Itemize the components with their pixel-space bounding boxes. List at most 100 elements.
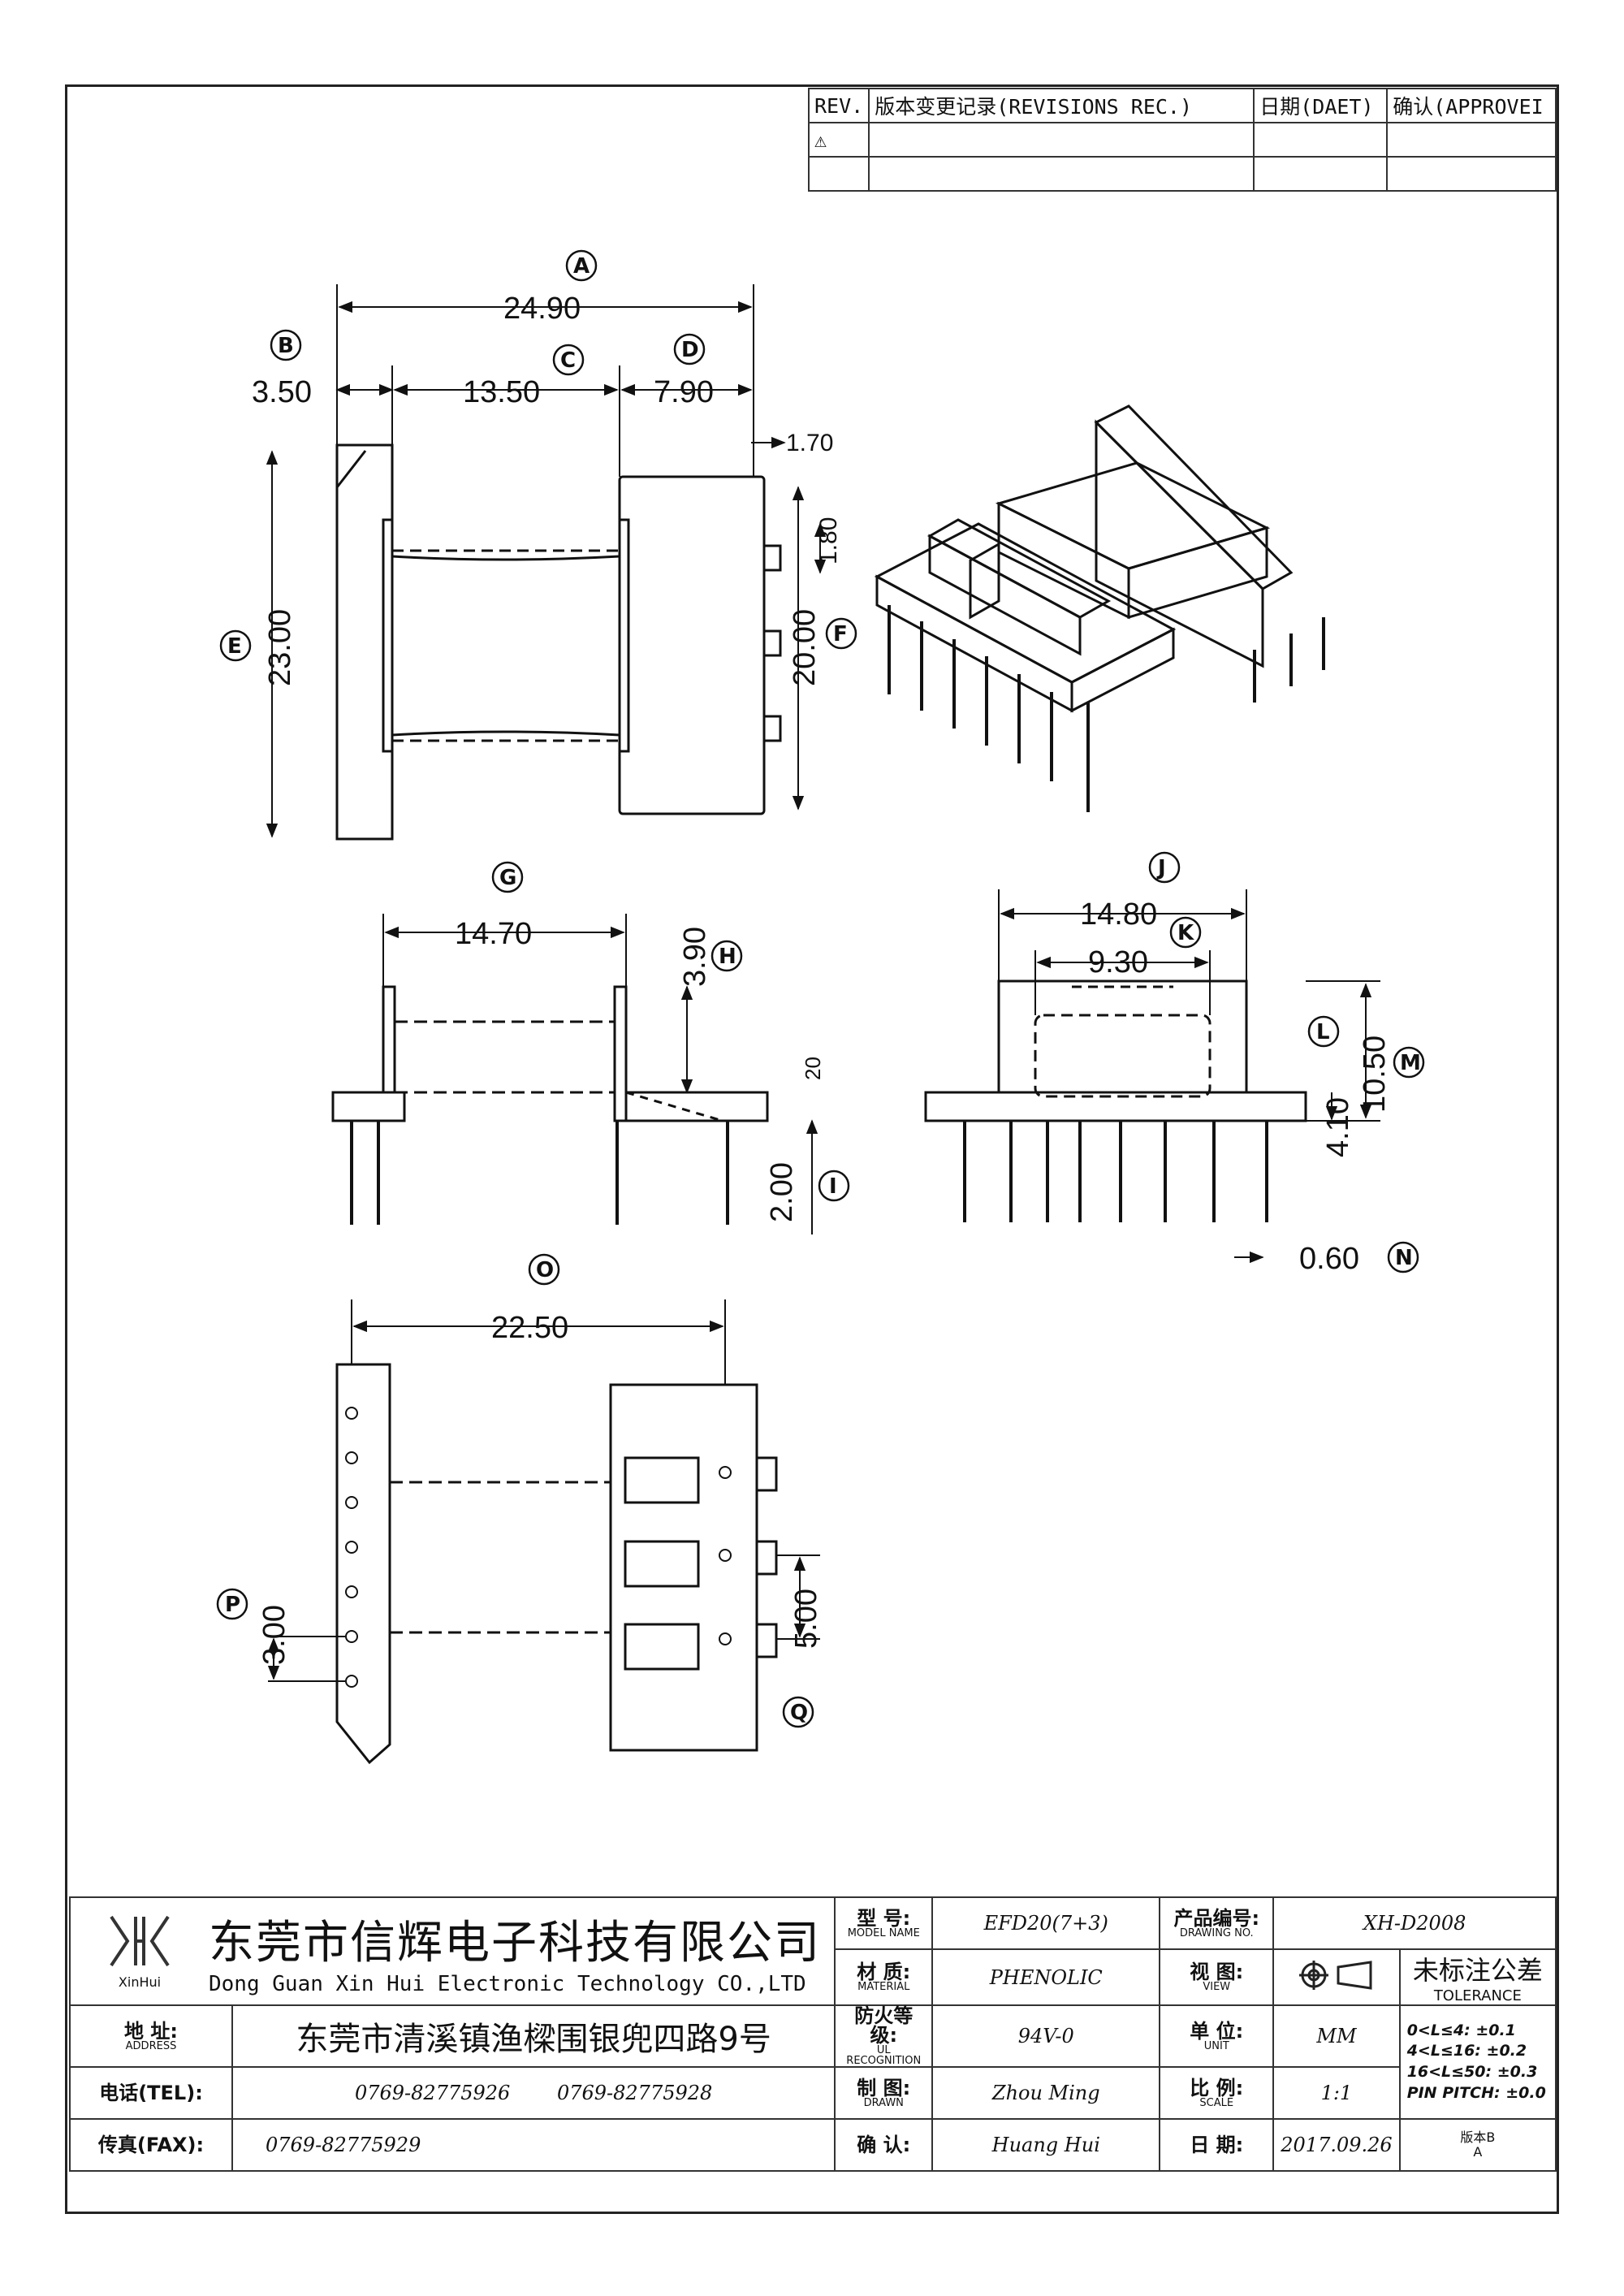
callout-letter: L — [1316, 1020, 1330, 1044]
iso-flange-top — [926, 518, 1112, 619]
dim-f-small1: 1.70 — [786, 430, 833, 456]
dim-q: 5.00 — [789, 1589, 823, 1649]
callout-g: G — [491, 861, 524, 893]
label-en: UL RECOGNITION — [846, 2044, 922, 2067]
callout-f: F — [825, 617, 857, 650]
pin-hole — [719, 1549, 732, 1562]
revision-cell — [868, 156, 1255, 192]
callout-a: A — [565, 249, 598, 282]
dim-a: 24.90 — [503, 292, 581, 326]
callout-letter: F — [833, 622, 848, 646]
date-label: 日 期: — [1159, 2118, 1275, 2172]
dim-k: 9.30 — [1088, 945, 1148, 979]
dim-i: 2.00 — [765, 1162, 799, 1222]
end-view — [924, 889, 1380, 1264]
bottom-pin-stub — [755, 1623, 778, 1658]
pin-hole — [345, 1541, 358, 1554]
material-label: 材 质:MATERIAL — [834, 1948, 934, 2006]
logo-text: XinHui — [118, 1974, 162, 1990]
label-cn: 视 图: — [1190, 1961, 1244, 1983]
pin-hole — [345, 1585, 358, 1598]
tel-label: 电话(TEL): — [69, 2066, 233, 2120]
callout-letter: P — [225, 1593, 240, 1617]
view-label: 视 图:VIEW — [1159, 1948, 1275, 2006]
pin-hole — [719, 1466, 732, 1479]
tolerance-value: ±0.0 — [1505, 2083, 1546, 2102]
callout-letter: G — [499, 866, 516, 890]
label-en: ADDRESS — [125, 2039, 177, 2052]
drawn-label: 制 图:DRAWN — [834, 2066, 934, 2120]
iso-core-front — [997, 501, 1130, 620]
tolerance-title: 未标注公差 — [1412, 1955, 1543, 1986]
rev-approve-col: 确认(APPROVEI — [1386, 88, 1557, 123]
dim-h-small: 20 — [801, 1057, 825, 1080]
fax-label: 传真(FAX): — [69, 2118, 233, 2172]
label-en: DRAWING NO. — [1179, 1926, 1254, 1939]
dim-d: 7.90 — [654, 375, 714, 409]
confirm-label: 确 认: — [834, 2118, 934, 2172]
end-base — [924, 1091, 1307, 1122]
callout-d: D — [673, 333, 706, 365]
bobbin-core-top — [391, 555, 620, 561]
side-flange — [382, 985, 396, 1094]
callout-letter: I — [829, 1174, 837, 1199]
drawn-value: Zhou Ming — [931, 2066, 1161, 2120]
tolerance-row: PIN PITCH: ±0.0 — [1407, 2083, 1548, 2104]
pin-hole — [345, 1407, 358, 1420]
tel-values: 0769-82775926 0769-82775928 — [231, 2066, 836, 2120]
revision-cell — [1386, 156, 1557, 192]
callout-o: O — [528, 1253, 560, 1286]
iso-flange-front — [928, 534, 1082, 656]
front-view — [266, 284, 827, 841]
revision-header-row: REV. 版本变更记录(REVISIONS REC.) 日期(DAET) 确认(… — [807, 88, 1557, 123]
callout-p: P — [216, 1588, 248, 1620]
version-value: A — [1473, 2144, 1483, 2160]
side-flange — [613, 985, 628, 1122]
callout-letter: N — [1395, 1246, 1413, 1270]
xinhui-logo-icon — [110, 1915, 170, 1967]
pin-hole — [719, 1632, 732, 1645]
bottom-slot — [624, 1540, 700, 1588]
pin-stub — [762, 715, 782, 742]
tolerance-row: 0<L≤4: ±0.1 — [1407, 2021, 1548, 2042]
label-en: VIEW — [1203, 1981, 1231, 1993]
material-value: PHENOLIC — [931, 1948, 1161, 2006]
dim-p: 3.00 — [257, 1605, 292, 1665]
company-name-cn: 东莞市信辉电子科技有限公司 — [209, 1917, 821, 1970]
bottom-flange-right — [609, 1383, 758, 1752]
dim-e: 23.00 — [263, 609, 297, 686]
callout-bubbles: A B C D E F G H I J K L M N O P Q — [216, 249, 1425, 1728]
rev-col: REV. — [807, 88, 870, 123]
tolerance-range: PIN PITCH: — [1406, 2083, 1501, 2102]
date-value: 2017.09.26 — [1272, 2118, 1401, 2172]
callout-letter: J — [1156, 856, 1166, 880]
end-pins — [963, 1121, 1268, 1222]
tolerance-value: ±0.3 — [1497, 2063, 1538, 2081]
company-logo: XinHui — [71, 1913, 209, 1990]
flange-chamfer — [335, 450, 367, 488]
dim-l: 4.10 — [1321, 1097, 1355, 1157]
title-block: XinHui 东莞市信辉电子科技有限公司 Dong Guan Xin Hui E… — [68, 1896, 1557, 2172]
revision-triangle-icon: ⚠ — [807, 122, 870, 158]
revision-cell — [1253, 122, 1389, 158]
pin-stub — [762, 544, 782, 572]
label-cn: 防火等级: — [854, 2004, 914, 2047]
end-flange — [997, 979, 1248, 1094]
callout-letter: E — [227, 634, 242, 659]
callout-b: B — [270, 329, 302, 361]
callout-letter: B — [278, 334, 294, 358]
isometric-view — [874, 404, 1325, 812]
label-cn: 比 例: — [1190, 2076, 1244, 2099]
side-view — [331, 914, 818, 1234]
side-base-right — [626, 1091, 769, 1122]
technical-drawing: 24.90 3.50 13.50 7.90 23.00 20.00 1.70 1… — [216, 249, 1425, 1765]
fax-value: 0769-82775929 — [231, 2118, 836, 2172]
label-en: MODEL NAME — [847, 1926, 920, 1939]
iso-pins — [888, 605, 1325, 812]
callout-letter: D — [681, 338, 699, 362]
version-label: 版本B — [1460, 2130, 1496, 2146]
callout-letter: A — [573, 254, 590, 279]
projection-symbol-icon — [1272, 1948, 1401, 2006]
bobbin-core-bottom — [391, 730, 620, 737]
